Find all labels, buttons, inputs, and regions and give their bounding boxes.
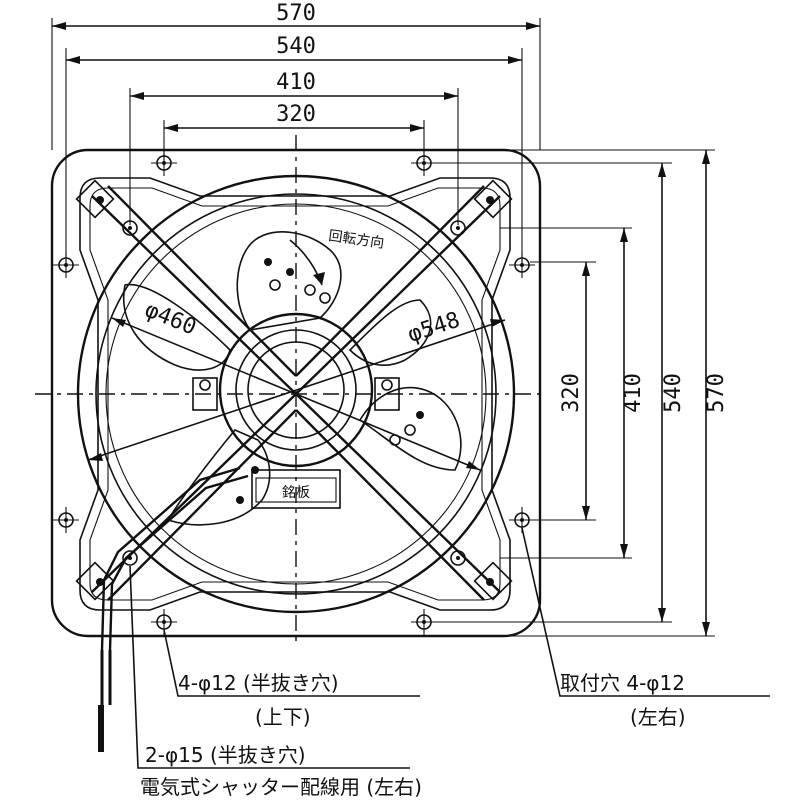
rotation-direction-label: 回転方向	[327, 228, 385, 252]
dim-right-570: 570	[704, 373, 729, 413]
dim-right-540: 540	[661, 373, 686, 413]
dim-top-570: 570	[276, 1, 316, 26]
diameter-leaders	[87, 317, 506, 471]
note-holes-updown-sub: (上下)	[255, 705, 311, 729]
dim-top-410: 410	[276, 70, 316, 95]
dim-right-320: 320	[559, 373, 584, 413]
dim-dia-548: φ548	[405, 308, 463, 348]
dim-right-410: 410	[621, 373, 646, 413]
callout-leaders	[129, 527, 770, 769]
dim-top-540: 540	[276, 34, 316, 59]
dim-top-320: 320	[276, 102, 316, 127]
right-dimension-lines	[430, 149, 715, 637]
note-mount-holes-sub: (左右)	[630, 705, 686, 729]
note-mount-holes: 取付穴 4-φ12	[560, 671, 685, 695]
power-cable	[98, 466, 249, 752]
note-holes-updown: 4-φ12 (半抜き穴)	[178, 671, 339, 695]
note-shutter-wiring: 電気式シャッター配線用 (左右)	[140, 775, 422, 799]
nameplate-label: 銘板	[282, 485, 310, 501]
note-holes-15: 2-φ15 (半抜き穴)	[145, 743, 306, 767]
rotation-arrow	[289, 239, 325, 286]
top-dimension-lines	[51, 18, 541, 265]
fan-blades	[122, 231, 462, 526]
